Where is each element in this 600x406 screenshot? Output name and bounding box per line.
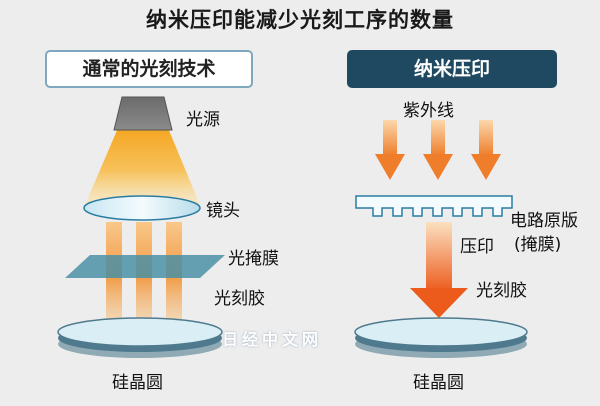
template-label-line1: 电路原版 — [510, 211, 578, 231]
light-source-icon — [113, 96, 173, 131]
photomask-label: 光掩膜 — [228, 249, 279, 269]
photoresist-label-right: 光刻胶 — [476, 281, 527, 301]
uv-arrow-icon — [471, 154, 501, 180]
page-title: 纳米压印能减少光刻工序的数量 — [146, 8, 454, 32]
uv-arrow-shaft — [479, 120, 493, 156]
wafer-label-right: 硅晶圆 — [413, 373, 464, 393]
watermark-text: 日经中文网 — [222, 330, 323, 349]
template-label-line2: (掩膜) — [514, 235, 562, 255]
nanoimprint-header: 纳米压印 — [347, 50, 557, 88]
wafer-icon-right — [354, 317, 528, 347]
press-arrow-icon — [410, 288, 468, 318]
press-label: 压印 — [460, 237, 494, 257]
lens-label: 镜头 — [206, 201, 240, 221]
template-mask-icon — [355, 195, 513, 217]
uv-arrow-icon — [375, 154, 405, 180]
uv-arrow-shaft — [431, 120, 445, 156]
wafer-icon-left — [57, 317, 223, 347]
light-cone — [85, 128, 200, 205]
photomask-icon — [65, 255, 225, 278]
press-arrow-shaft — [426, 222, 452, 292]
uv-arrow-shaft — [383, 120, 397, 156]
photoresist-label-left: 光刻胶 — [214, 289, 265, 309]
conventional-lithography-header: 通常的光刻技术 — [45, 50, 253, 88]
uv-arrow-icon — [423, 154, 453, 180]
lens-icon — [83, 195, 201, 221]
uv-label: 紫外线 — [403, 101, 454, 121]
light-source-label: 光源 — [186, 110, 220, 130]
wafer-label-left: 硅晶圆 — [112, 373, 163, 393]
